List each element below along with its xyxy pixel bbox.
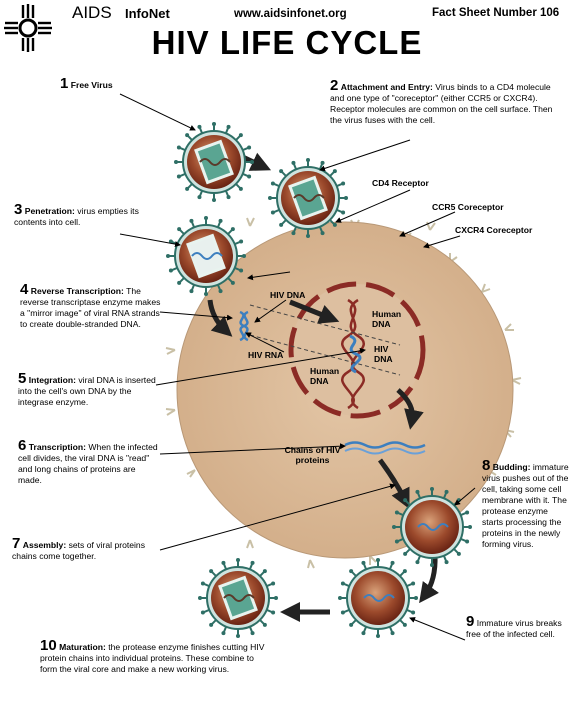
virus-penetrating: [166, 216, 246, 296]
step-8: 8 Budding: immature virus pushes out of …: [482, 457, 569, 549]
protein-chains: [344, 441, 426, 449]
label-hiv-rna: HIV RNA: [248, 350, 283, 360]
brand-infonet: InfoNet: [125, 6, 170, 21]
label-human-dna-3: Human DNA: [310, 366, 340, 386]
virus-attaching: [268, 158, 348, 238]
step-1: 1 Free Virus: [60, 75, 113, 92]
human-dna-helix: [341, 298, 365, 410]
fact-sheet-number: Fact Sheet Number 106: [432, 7, 560, 19]
brand-aids: AIDS: [72, 3, 112, 22]
step-10: 10 Maturation: the protease enzyme finis…: [40, 637, 265, 674]
hiv-dna-cytoplasm: [239, 310, 249, 342]
step-9: 9 Immature virus breaks free of the infe…: [466, 613, 562, 639]
step-2: 2 Attachment and Entry: Virus binds to a…: [330, 77, 553, 125]
virus-free: [174, 122, 254, 202]
label-human-dna-1: Human DNA: [372, 309, 402, 329]
label-protein-chains: Chains of HIV proteins: [284, 445, 341, 465]
step-4: 4 Reverse Transcription: The reverse tra…: [20, 281, 161, 329]
site-url[interactable]: www.aidsinfonet.org: [234, 8, 347, 20]
step-6: 6 Transcription: When the infected cell …: [18, 437, 158, 485]
virus-immature: [338, 558, 418, 638]
label-ccr5: CCR5 Coreceptor: [432, 202, 504, 212]
step-7: 7 Assembly: sets of viral proteins chain…: [12, 535, 146, 561]
step-3: 3 Penetration: virus empties its content…: [14, 201, 139, 227]
zia-sun-logo: [4, 4, 52, 52]
leader-lines: [119, 93, 476, 641]
virus-mature: [198, 558, 278, 638]
label-cxcr4: CXCR4 Coreceptor: [455, 225, 533, 235]
label-hiv-dna-1: HIV DNA: [270, 290, 305, 300]
step-5: 5 Integration: viral DNA is inserted int…: [18, 370, 156, 407]
label-cd4: CD4 Receptor: [372, 178, 429, 188]
label-hiv-dna-2: HIV DNA: [374, 344, 393, 364]
page-title: HIV LIFE CYCLE: [151, 24, 423, 61]
virus-budding: [392, 487, 472, 567]
